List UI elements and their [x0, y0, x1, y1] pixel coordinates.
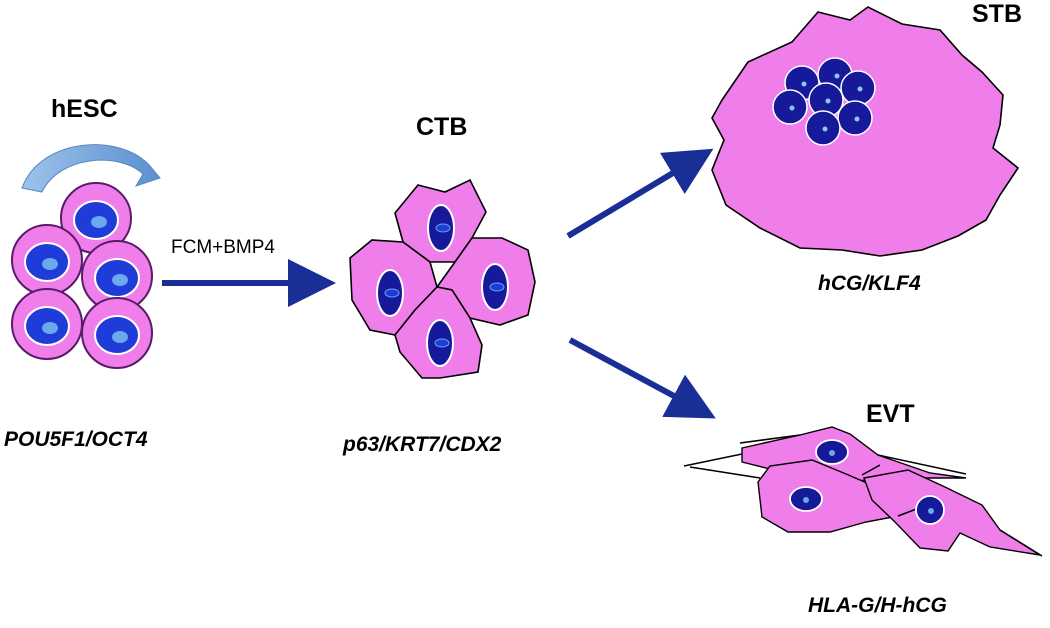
stb-syncytium [711, 6, 1020, 257]
hesc-cell [11, 288, 83, 360]
hesc-title: hESC [51, 95, 118, 123]
hesc-cell [11, 224, 83, 296]
ctb-nucleus [426, 319, 454, 367]
arrow-ctb-to-evt [568, 337, 716, 419]
evt-nucleus [815, 439, 849, 465]
evt-markers: HLA-G/H-hCG [808, 594, 947, 617]
hesc-markers: POU5F1/OCT4 [4, 428, 148, 451]
stb-nucleoli [789, 73, 863, 132]
ctb-cluster [349, 178, 536, 379]
condition-label: FCM+BMP4 [171, 237, 275, 258]
ctb-title: CTB [416, 113, 468, 141]
stb-title: STB [972, 0, 1022, 28]
hesc-colony [11, 144, 161, 369]
evt-nucleus [915, 495, 945, 525]
ctb-nucleus [481, 263, 509, 311]
curved-arrow-icon [21, 144, 161, 193]
ctb-markers: p63/KRT7/CDX2 [343, 433, 502, 456]
ctb-nucleus [376, 269, 404, 317]
evt-cells [683, 426, 1043, 557]
hesc-cell [81, 297, 153, 369]
evt-nucleus [789, 486, 823, 512]
stb-markers: hCG/KLF4 [818, 272, 921, 295]
arrow-ctb-to-stb [566, 148, 714, 239]
ctb-nucleus [427, 204, 455, 252]
evt-title: EVT [866, 400, 915, 428]
evt-cell [863, 469, 1041, 556]
